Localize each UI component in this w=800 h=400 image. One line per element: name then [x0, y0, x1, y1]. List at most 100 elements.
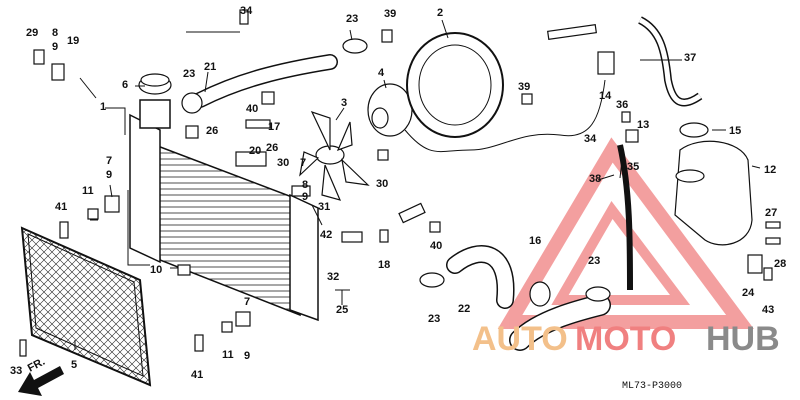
reserve-tank	[674, 140, 753, 246]
callout-23-d: 23	[588, 255, 600, 267]
radiator-cap-top	[140, 73, 170, 87]
tank-cap-15	[679, 122, 709, 138]
callout-labels: 1 2 3 4 5 6 7 7 7 8 8 9 9 9 9 10 11 11 1…	[10, 5, 786, 381]
fan-motor	[367, 83, 413, 137]
callout-9-a: 9	[52, 41, 58, 53]
grommet	[235, 311, 251, 327]
callout-34-a: 34	[240, 5, 253, 17]
callout-30-b: 30	[277, 157, 289, 169]
bolt	[429, 221, 441, 233]
callout-13: 13	[637, 119, 649, 131]
front-arrow-icon	[18, 366, 64, 396]
fan-wiring	[404, 79, 606, 153]
callout-33: 33	[10, 365, 22, 377]
callout-14: 14	[599, 90, 612, 102]
bolt-43	[763, 267, 773, 281]
callout-7-b: 7	[300, 157, 306, 169]
bolt	[194, 334, 204, 352]
leader-lines	[74, 19, 761, 350]
callout-31: 31	[318, 201, 330, 213]
bracket-20	[235, 151, 267, 167]
bolt	[379, 229, 389, 243]
collar-30	[377, 149, 389, 161]
screw-36	[621, 111, 631, 123]
callout-19: 19	[67, 35, 79, 47]
grommet-26	[185, 125, 199, 139]
watermark-text-auto: AUTO	[472, 320, 568, 358]
fan-blade	[299, 110, 370, 201]
grommet	[51, 63, 65, 81]
callout-39-a: 39	[384, 8, 396, 20]
callout-15: 15	[729, 125, 741, 137]
callout-17: 17	[268, 121, 280, 133]
callout-40-b: 40	[430, 240, 442, 252]
grommet	[177, 264, 191, 276]
reserve-tank-cap	[675, 169, 705, 183]
callout-9-b: 9	[106, 169, 112, 181]
callout-40-a: 40	[246, 103, 258, 115]
hose-clamp	[585, 286, 611, 302]
bolt	[33, 49, 45, 65]
callout-42: 42	[320, 229, 332, 241]
callout-1: 1	[100, 101, 106, 113]
clip-34	[239, 9, 249, 25]
hose-clamp	[181, 92, 203, 114]
callout-3: 3	[341, 97, 347, 109]
front-marker-label: FR.	[26, 356, 47, 375]
callout-22: 22	[458, 303, 470, 315]
radiator	[129, 99, 319, 322]
callout-9-c: 9	[244, 350, 250, 362]
breather-tube	[546, 24, 598, 40]
callout-21: 21	[204, 61, 216, 73]
callout-10: 10	[150, 264, 162, 276]
callout-9-d: 9	[302, 191, 308, 203]
thermo-switch	[341, 231, 363, 243]
fitting-13	[625, 129, 639, 143]
sensor-bracket	[398, 202, 426, 224]
callout-25: 25	[336, 304, 348, 316]
bolt	[59, 221, 69, 239]
callout-5: 5	[71, 359, 77, 371]
water-hose	[510, 295, 610, 350]
fan-shroud	[406, 32, 504, 138]
bolt	[521, 93, 533, 105]
callout-29: 29	[26, 27, 38, 39]
callout-11-a: 11	[82, 185, 94, 197]
callout-27: 27	[765, 207, 777, 219]
screw	[19, 339, 27, 357]
callout-16: 16	[529, 235, 541, 247]
callout-7-c: 7	[244, 296, 250, 308]
callout-24: 24	[742, 287, 755, 299]
callout-7-a: 7	[106, 155, 112, 167]
collar	[221, 321, 233, 333]
seal-27	[765, 221, 781, 229]
callout-32: 32	[327, 271, 339, 283]
grommet	[104, 195, 120, 213]
seal-28	[765, 237, 781, 245]
radiator-grille	[20, 226, 152, 387]
lower-hose	[447, 246, 514, 308]
callout-20: 20	[249, 145, 261, 157]
callout-4: 4	[378, 67, 385, 79]
callout-6: 6	[122, 79, 128, 91]
watermark-logo	[497, 137, 754, 329]
fan-connector	[597, 51, 615, 75]
bracket-24	[747, 254, 763, 274]
washer-40	[261, 91, 275, 105]
callout-26-b: 26	[266, 142, 278, 154]
callout-38: 38	[589, 173, 601, 185]
hose-clamp	[342, 38, 368, 54]
callout-23-a: 23	[346, 13, 358, 25]
hose-clamp	[529, 281, 551, 307]
bolt	[381, 29, 393, 43]
callout-37: 37	[684, 52, 696, 64]
callout-28: 28	[774, 258, 786, 270]
callout-12: 12	[764, 164, 776, 176]
bolt-17	[245, 119, 271, 129]
hose-clamp	[419, 272, 445, 288]
siphon-tube	[638, 17, 702, 105]
callout-18: 18	[378, 259, 390, 271]
upper-hose	[193, 55, 337, 107]
callout-43: 43	[762, 304, 774, 316]
